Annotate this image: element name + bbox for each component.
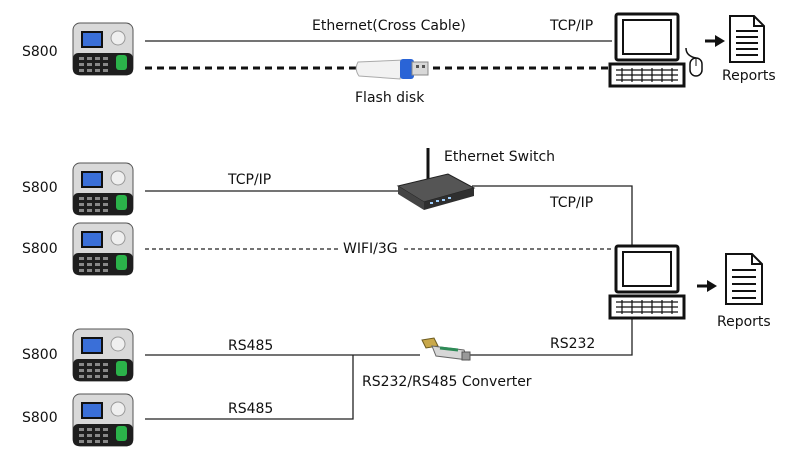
fingerprint-terminal-icon	[72, 328, 134, 382]
device-label: S800	[22, 347, 58, 363]
fingerprint-terminal-icon	[72, 22, 134, 76]
wifi-3g-label: WIFI/3G	[340, 241, 401, 257]
fingerprint-terminal-icon	[72, 162, 134, 216]
converter-label: RS232/RS485 Converter	[362, 374, 532, 390]
rs485-label: RS485	[228, 338, 274, 354]
device-label: S800	[22, 180, 58, 196]
computer-icon	[608, 244, 686, 320]
fingerprint-terminal-icon	[72, 393, 134, 447]
rs232-label: RS232	[550, 336, 596, 352]
device-label: S800	[22, 44, 58, 60]
report-document-icon	[725, 253, 763, 305]
rs232-rs485-converter-icon	[421, 337, 471, 361]
usb-flash-disk-icon	[355, 59, 429, 80]
reports-label: Reports	[717, 314, 771, 330]
report-document-icon	[729, 15, 765, 63]
tcpip-label: TCP/IP	[550, 18, 594, 34]
ethernet-cable-label: Ethernet(Cross Cable)	[312, 18, 466, 34]
rs485-line-device4	[145, 355, 354, 420]
reports-label: Reports	[722, 68, 776, 84]
mouse-icon	[685, 47, 703, 77]
tcpip-label: TCP/IP	[550, 195, 594, 211]
fingerprint-terminal-icon	[72, 222, 134, 276]
rs232-line	[470, 316, 633, 356]
ethernet-switch-icon	[396, 148, 476, 210]
device-label: S800	[22, 241, 58, 257]
flash-disk-label: Flash disk	[355, 90, 425, 106]
arrow-right-icon	[705, 35, 725, 47]
rs485-label: RS485	[228, 401, 274, 417]
computer-icon	[608, 12, 686, 88]
switch-to-pc-line	[472, 185, 633, 246]
ethernet-switch-label: Ethernet Switch	[444, 149, 556, 165]
device-label: S800	[22, 410, 58, 426]
arrow-right-icon	[697, 280, 717, 292]
tcpip-label: TCP/IP	[228, 172, 272, 188]
